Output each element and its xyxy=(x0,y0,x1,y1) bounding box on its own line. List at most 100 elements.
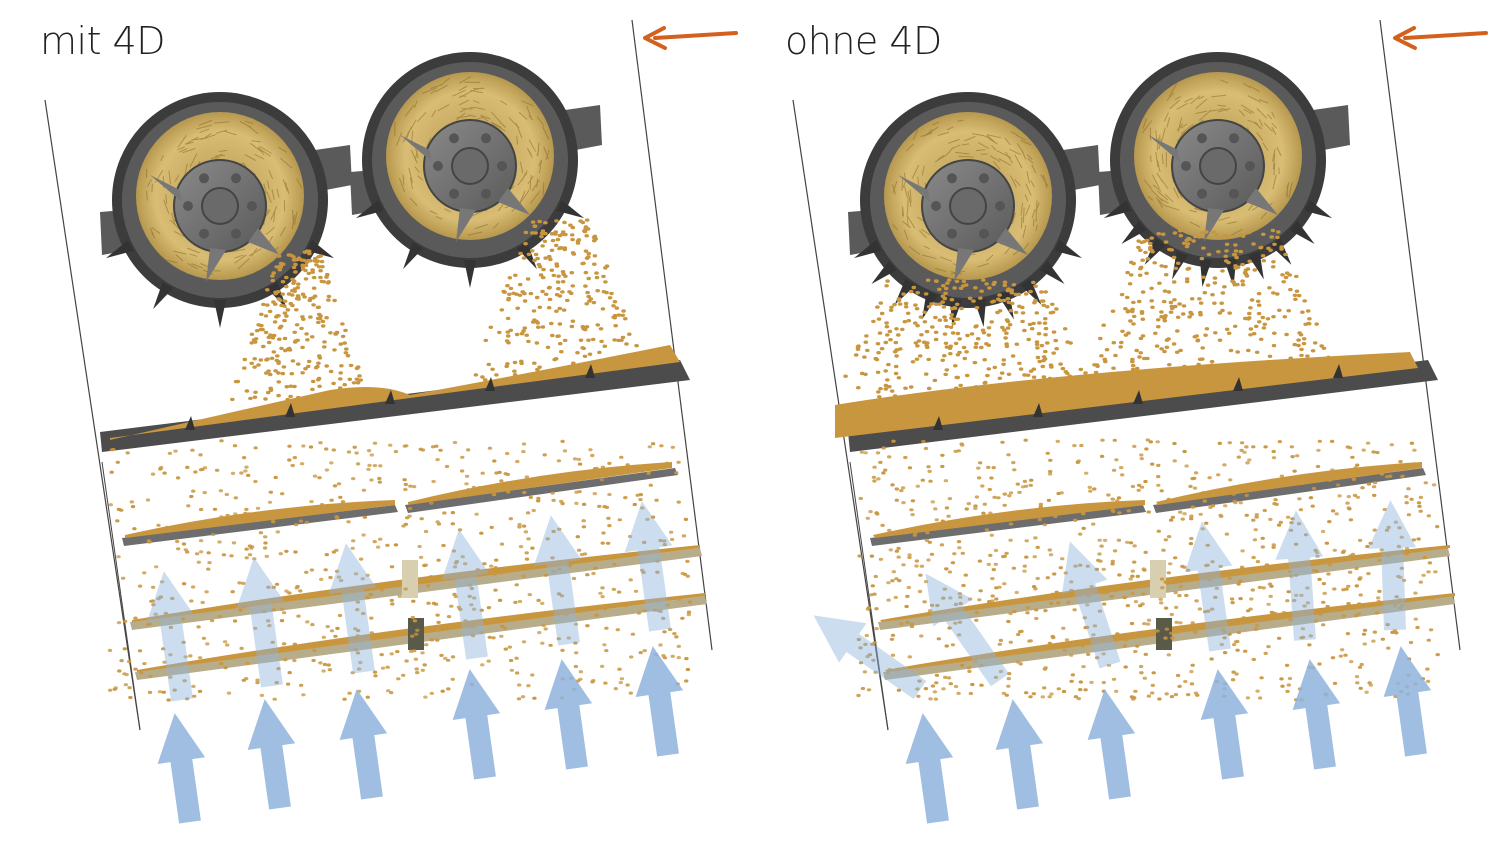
frame-line xyxy=(1379,19,1461,651)
rotor-tooth xyxy=(403,242,423,270)
hub-bolt xyxy=(433,161,443,171)
rotor-tooth xyxy=(556,200,585,219)
airflow-arrow-icon xyxy=(1184,521,1233,652)
rotor-tooth xyxy=(853,240,882,259)
frame-line xyxy=(44,99,141,731)
rotor-tooth xyxy=(1054,240,1083,259)
airflow-arrow-icon xyxy=(533,515,582,646)
airflow-arrow-icon xyxy=(624,501,673,632)
grain-layer xyxy=(835,352,1418,438)
rotor-tooth xyxy=(105,240,134,259)
hub-spline xyxy=(1199,147,1237,185)
hub-bolt xyxy=(947,173,957,184)
rotor-tooth xyxy=(1103,200,1132,219)
lower-sieve xyxy=(130,545,707,680)
rotor-blade xyxy=(996,228,1028,255)
sieve-support xyxy=(1156,618,1172,650)
airflow-arrow-icon xyxy=(813,615,927,700)
hub-bolt xyxy=(183,201,193,211)
rotor-blade xyxy=(1246,188,1278,215)
hub-bolt xyxy=(947,228,957,239)
airflow-arrow-icon xyxy=(544,659,593,770)
rotor-tooth xyxy=(1304,200,1333,219)
combine-cleaning-diagram xyxy=(792,19,1488,824)
pan-rib xyxy=(185,416,195,430)
frame-line xyxy=(631,19,713,651)
rotor-tooth xyxy=(355,200,384,219)
airflow-arrow-icon xyxy=(1383,646,1432,757)
hub-spline xyxy=(201,187,239,225)
scattered-grain xyxy=(856,438,1440,702)
hub-bolt xyxy=(1229,133,1239,144)
rotor-tooth xyxy=(1121,221,1147,244)
rotor-tooth xyxy=(1039,261,1065,284)
hub-spline xyxy=(949,187,987,225)
pan-rib xyxy=(1133,390,1143,404)
airflow-arrow-icon xyxy=(452,669,501,780)
airflow-arrow-icon xyxy=(1200,669,1249,780)
airflow-arrow-icon xyxy=(236,557,285,688)
airflow-arrow-icon xyxy=(247,699,296,810)
rotor-blade xyxy=(1148,135,1180,162)
hub-bolt xyxy=(449,188,459,199)
sieve-support xyxy=(402,560,418,598)
grain-layer xyxy=(408,462,672,505)
falling-grain xyxy=(230,249,368,402)
orange-arrow-icon xyxy=(643,26,738,50)
airflow-arrow-icon xyxy=(1292,659,1341,770)
rotor-tooth xyxy=(153,282,173,310)
upper-sieve xyxy=(122,462,678,546)
rotor-tooth xyxy=(974,298,987,328)
rotor-tooth xyxy=(306,240,335,259)
rotor-tooth xyxy=(1248,251,1264,280)
rotor-tooth xyxy=(949,298,962,328)
airflow-arrow-icon xyxy=(328,543,377,674)
rotor-blade xyxy=(1204,208,1224,242)
pan-rib xyxy=(1233,377,1243,391)
hub-bolt xyxy=(449,133,459,144)
pan-rib xyxy=(285,403,295,417)
airflow-arrow-icon xyxy=(635,646,684,757)
pan-rib xyxy=(1033,403,1043,417)
rotor-tooth xyxy=(871,261,897,284)
pan-rib xyxy=(485,377,495,391)
hub-bolt xyxy=(1197,133,1207,144)
combine-cleaning-diagram xyxy=(44,19,738,824)
rotor-blade xyxy=(456,208,476,242)
airflow-arrow-icon xyxy=(995,699,1044,810)
separation-rotor xyxy=(100,92,352,328)
panel-with-4d: mit 4D xyxy=(40,19,738,824)
hub-bolt xyxy=(231,228,241,239)
pan-rib xyxy=(585,364,595,378)
rotor-tooth xyxy=(464,260,476,288)
rotor-tooth xyxy=(1199,258,1212,288)
grain-pan xyxy=(835,352,1438,452)
pan-rib xyxy=(385,390,395,404)
hub-bolt xyxy=(995,201,1005,211)
hub-bolt xyxy=(1197,188,1207,199)
panel-title: ohne 4D xyxy=(785,19,942,63)
separation-rotor xyxy=(1098,52,1350,288)
rotor-tooth xyxy=(1289,221,1315,244)
rotor-tooth xyxy=(267,282,287,310)
separation-rotor xyxy=(350,52,602,288)
airflow-arrow-icon xyxy=(1087,689,1136,800)
hub-bolt xyxy=(979,173,989,184)
panel-without-4d: ohne 4D xyxy=(750,0,1500,848)
panel-title: mit 4D xyxy=(40,19,166,63)
rotor-tooth xyxy=(517,242,537,270)
hub-spline xyxy=(451,147,489,185)
rotor-blade xyxy=(150,175,182,202)
rotor-blade xyxy=(206,248,226,282)
airflow-arrows xyxy=(813,500,1432,824)
rotor-blade xyxy=(248,228,280,255)
hub-bolt xyxy=(979,228,989,239)
airflow-arrow-icon xyxy=(925,573,1010,687)
airflow-arrow-icon xyxy=(1368,500,1417,631)
grain-layer xyxy=(125,500,395,538)
hub-bolt xyxy=(247,201,257,211)
airflow-arrow-icon xyxy=(157,713,206,824)
grain-layer xyxy=(110,345,680,440)
hub-bolt xyxy=(931,201,941,211)
hub-bolt xyxy=(1229,188,1239,199)
